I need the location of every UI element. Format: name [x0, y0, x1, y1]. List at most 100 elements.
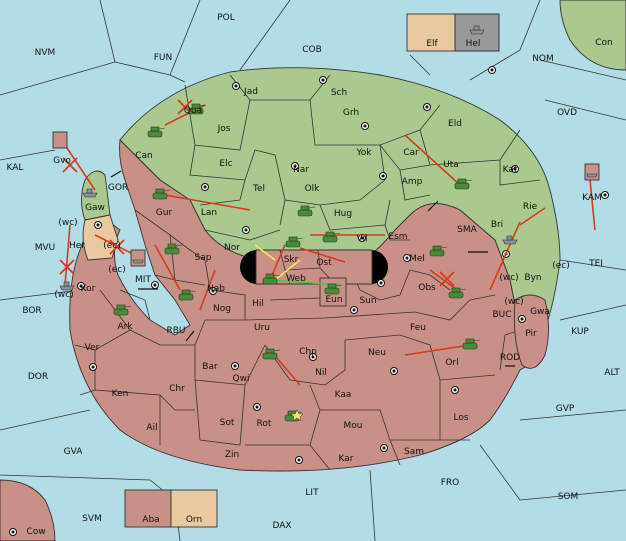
land-gwa: Gwa [530, 307, 550, 317]
land-olk: Olk [305, 184, 321, 194]
land-hil: Hil [252, 299, 264, 309]
red-spiral[interactable] [69, 139, 546, 472]
land-nab: Nab [207, 284, 225, 294]
land-kat: Kat [503, 165, 518, 175]
sea-fun: FUN [154, 53, 173, 63]
land-gaw: Gaw [85, 203, 105, 213]
land-jos: Jos [217, 124, 231, 134]
land-gvo: Gvo [53, 156, 71, 166]
sea-gva: GVA [64, 447, 84, 457]
sea-pol: POL [217, 13, 235, 23]
sea-rod: ROD [500, 353, 520, 363]
legend-orn-label: Orn [186, 515, 202, 525]
land-kar: Kar [339, 454, 354, 464]
land-eun: Eun [325, 295, 342, 305]
land-obs: Obs [418, 283, 436, 293]
sea-mit: MIT [135, 275, 151, 285]
coast-gwa-wc: (wc) [504, 297, 523, 307]
land-rie: Rie [523, 202, 538, 212]
land-nar: Nar [293, 165, 309, 175]
coast-kor-wc: (wc) [54, 290, 73, 300]
sea-lit: LIT [305, 488, 319, 498]
legend-aba-label: Aba [142, 515, 159, 525]
sea-kal: KAL [7, 163, 24, 173]
land-neu: Neu [368, 348, 386, 358]
sea-ovd: OVD [557, 108, 577, 118]
land-sun: Sun [359, 296, 376, 306]
coast-label-group: (wc) (ec) (ec) (wc) (wc) (ec) (wc) [54, 218, 569, 307]
coast-kor-ec: (ec) [108, 265, 126, 275]
land-orl: Orl [445, 358, 458, 368]
army-units[interactable] [113, 103, 481, 422]
legend-elf-label: Elf [426, 39, 438, 49]
land-yok: Yok [355, 148, 372, 158]
land-mel: Mel [409, 254, 425, 264]
land-zin: Zin [225, 450, 239, 460]
fleet-units[interactable] [52, 25, 600, 291]
coast-byn-ec: (ec) [552, 261, 570, 271]
sea-mvu: MVU [35, 243, 56, 253]
land-kor: Kor [81, 284, 96, 294]
sea-con: Con [595, 38, 613, 48]
region-eun[interactable] [319, 277, 347, 307]
land-qwi: Qwi [233, 374, 250, 384]
sea-cow: Cow [26, 527, 45, 537]
star-icon [290, 409, 304, 422]
land-uta: Uta [443, 160, 459, 170]
sea-nom: NOM [532, 54, 554, 64]
land-vil: Vil [357, 234, 368, 244]
region-pir[interactable] [513, 294, 549, 369]
land-chr: Chr [169, 384, 185, 394]
land-sch: Sch [331, 88, 347, 98]
land-nor: Nor [224, 243, 240, 253]
land-can: Can [135, 151, 153, 161]
sea-alt: ALT [604, 368, 620, 378]
land-pir: Pir [525, 329, 537, 339]
land-sot: Sot [220, 418, 235, 428]
sea-nwm: NVM [35, 48, 56, 58]
land-elc: Elc [219, 159, 232, 169]
connection-markers [110, 170, 515, 367]
region-skr-inner[interactable] [255, 249, 373, 285]
sea-rbu: RBU [166, 326, 185, 336]
coast-her-wc: (wc) [58, 218, 77, 228]
land-amp: Amp [402, 177, 423, 187]
region-con[interactable] [559, 0, 626, 71]
land-tel: Tel [252, 184, 265, 194]
land-nog: Nog [213, 304, 231, 314]
region-cow[interactable] [0, 479, 56, 541]
sea-cob: COB [302, 45, 322, 55]
land-uru: Uru [254, 323, 270, 333]
supply-centers [9, 66, 609, 536]
land-web: Web [286, 274, 306, 284]
sea-tei: TEI [588, 259, 603, 269]
legend-top [406, 13, 500, 52]
land-mou: Mou [344, 421, 363, 431]
sea-kup: KUP [571, 327, 589, 337]
sea-som: SOM [558, 492, 579, 502]
land-esm: Esm [388, 232, 407, 242]
coast-byn-wc: (wc) [499, 273, 518, 283]
sea-buc: BUC [492, 310, 511, 320]
land-grh: Grh [343, 108, 359, 118]
legend-bottom [124, 489, 218, 528]
legend-hel-label: Hel [466, 39, 481, 49]
sea-sma: SMA [457, 225, 477, 235]
land-hug: Hug [334, 209, 352, 219]
land-skr: Skr [284, 255, 299, 265]
land-sap: Sap [195, 253, 212, 263]
land-lan: Lan [201, 208, 217, 218]
land-eld: Eld [448, 119, 462, 129]
land-label-group: Jad Sch Qua Jos Grh Eld Can Elc Nar Yok … [53, 87, 550, 464]
land-los: Los [453, 413, 468, 423]
land-chp: Chp [299, 347, 317, 357]
land-her: Her [69, 241, 85, 251]
land-sam: Sam [404, 447, 424, 457]
land-jad: Jad [243, 87, 258, 97]
sea-dor: DOR [28, 372, 48, 382]
sea-gvp: GVP [556, 404, 575, 414]
sea-gor: GOR [108, 183, 128, 193]
sea-svm: SVM [82, 514, 102, 524]
coast-her-ec: (ec) [103, 241, 121, 251]
